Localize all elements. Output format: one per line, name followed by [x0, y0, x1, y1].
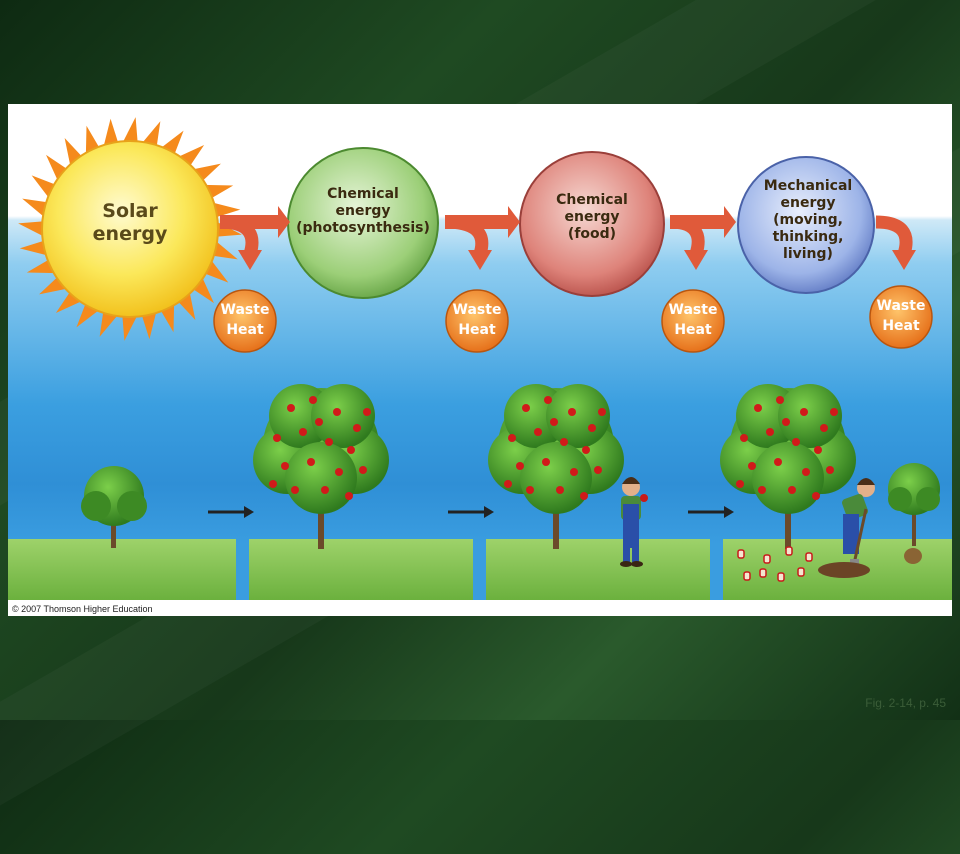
stage-arrow — [448, 506, 494, 518]
young-tree-illustration — [81, 466, 147, 548]
food-energy-label: Chemical energy (food) — [556, 192, 628, 243]
waste-heat-label: Waste Heat — [452, 302, 502, 338]
apple-cores — [737, 546, 813, 582]
waste-heat-circle — [213, 289, 277, 353]
man-eating-apple-illustration — [620, 477, 648, 567]
solar-energy-label: Solar energy — [92, 200, 168, 246]
photosynthesis-label: Chemical energy (photosynthesis) — [296, 186, 430, 237]
stage-arrow — [688, 506, 734, 518]
copyright-notice: © 2007 Thomson Higher Education — [12, 604, 153, 614]
apple-tree-illustration — [488, 384, 624, 549]
caption-strip — [8, 600, 952, 616]
food-energy-circle — [519, 151, 665, 297]
energy-flow-arrows — [219, 206, 916, 270]
solar-energy-circle — [41, 140, 219, 318]
mechanical-energy-circle — [737, 156, 875, 294]
waste-heat-circle — [661, 289, 725, 353]
mechanical-energy-label: Mechanical energy (moving, thinking, liv… — [763, 178, 853, 263]
waste-heat-label: Waste Heat — [220, 302, 270, 338]
waste-heat-label: Waste Heat — [668, 302, 718, 338]
waste-heat-circle — [445, 289, 509, 353]
sapling-tree-illustration — [888, 463, 940, 546]
apple-tree-illustration — [720, 384, 856, 549]
waste-heat-label: Waste Heat — [876, 298, 926, 334]
diagram-canvas — [8, 117, 952, 616]
waste-heat-circle — [869, 285, 933, 349]
figure-reference: Fig. 2-14, p. 45 — [865, 696, 946, 710]
apple-tree-illustration — [253, 384, 389, 549]
energy-flow-figure: Solar energy Chemical energy (photosynth… — [8, 104, 952, 616]
stage-arrow — [208, 506, 254, 518]
man-digging-illustration — [818, 478, 922, 578]
